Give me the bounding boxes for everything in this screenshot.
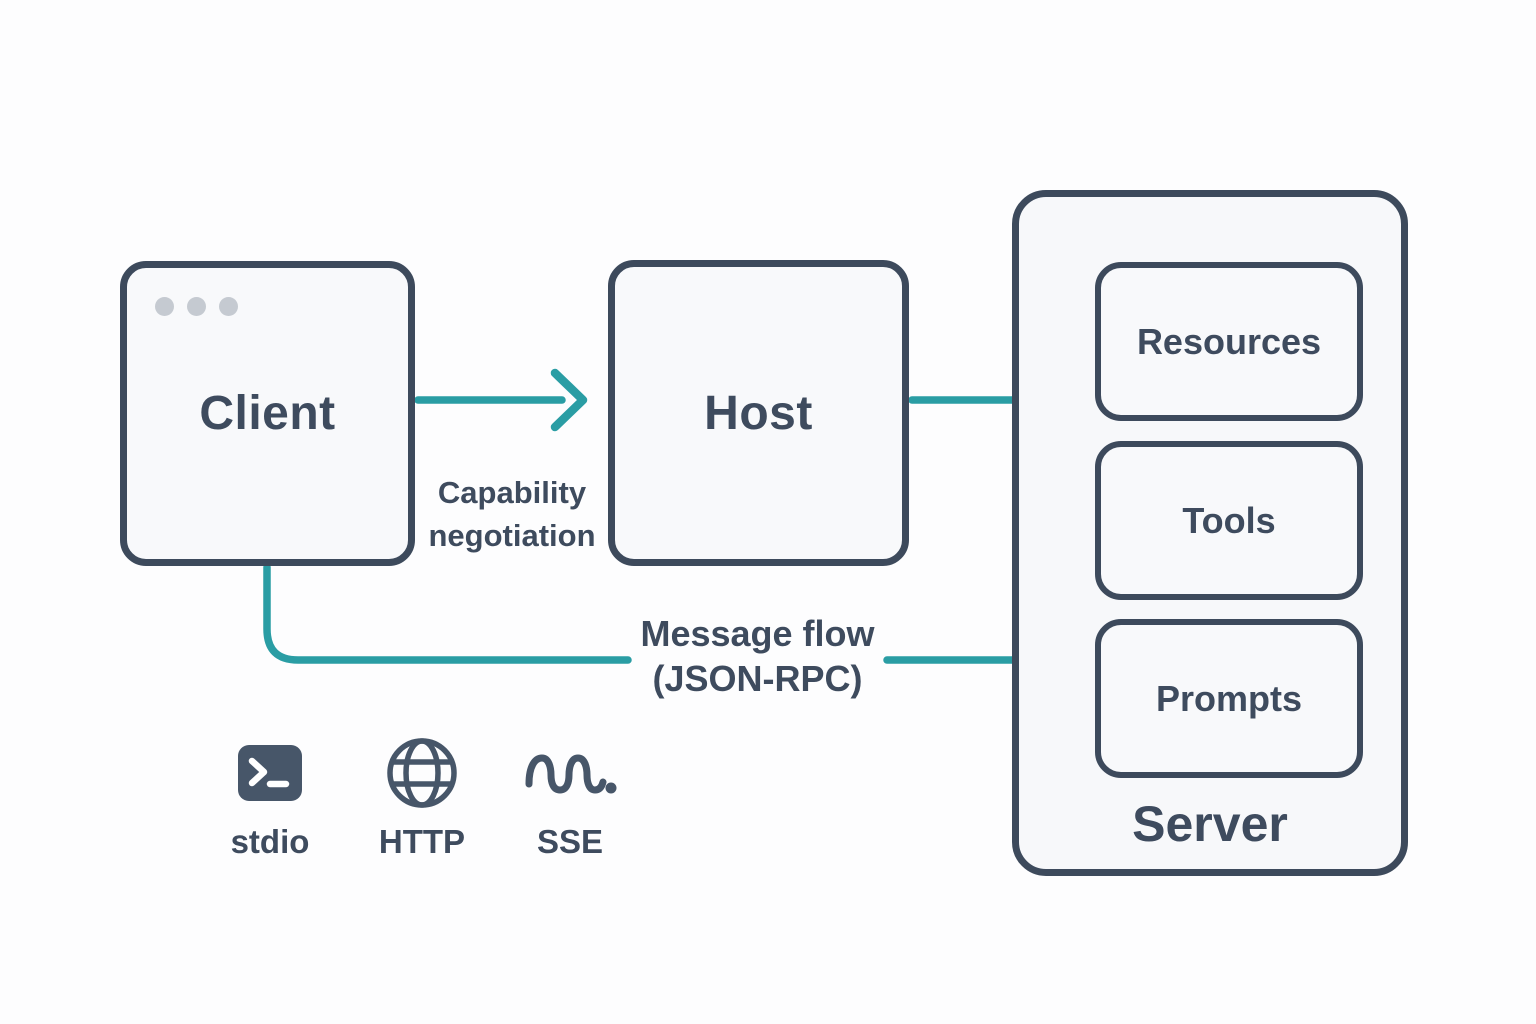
host-label: Host bbox=[704, 386, 813, 440]
server-node: Resources Tools Prompts Server bbox=[1012, 190, 1408, 876]
message-flow-label-line1: Message flow bbox=[640, 613, 875, 654]
server-label: Server bbox=[1132, 796, 1288, 852]
window-dot-icon bbox=[219, 297, 238, 316]
http-label: HTTP bbox=[378, 823, 466, 860]
window-dot-icon bbox=[155, 297, 174, 316]
window-dot-icon bbox=[187, 297, 206, 316]
resources-box: Resources bbox=[1095, 262, 1363, 421]
arrowhead-client-host-icon bbox=[550, 368, 588, 432]
window-dots bbox=[155, 297, 238, 316]
transport-http: HTTP bbox=[347, 733, 497, 861]
prompts-label: Prompts bbox=[1155, 677, 1303, 719]
terminal-icon bbox=[237, 733, 303, 813]
client-label: Client bbox=[199, 387, 336, 440]
sse-label: SSE bbox=[536, 823, 604, 860]
message-flow-label: Message flow (JSON-RPC) bbox=[600, 611, 915, 701]
edge-client-server-left bbox=[263, 563, 632, 664]
tools-box: Tools bbox=[1095, 441, 1363, 600]
globe-icon bbox=[386, 733, 458, 813]
capability-label-line1: Capability bbox=[437, 475, 587, 510]
capability-label-line2: negotiation bbox=[428, 518, 596, 553]
waves-icon bbox=[522, 733, 618, 813]
resources-label: Resources bbox=[1136, 320, 1322, 362]
prompts-box: Prompts bbox=[1095, 619, 1363, 778]
capability-negotiation-label: Capability negotiation bbox=[392, 471, 632, 557]
host-node: Host bbox=[608, 260, 909, 566]
client-node: Client bbox=[120, 261, 415, 566]
message-flow-label-line2: (JSON-RPC) bbox=[652, 658, 863, 699]
transport-stdio: stdio bbox=[195, 733, 345, 861]
stdio-label: stdio bbox=[230, 823, 310, 860]
tools-label: Tools bbox=[1182, 499, 1276, 541]
transport-sse: SSE bbox=[495, 733, 645, 861]
